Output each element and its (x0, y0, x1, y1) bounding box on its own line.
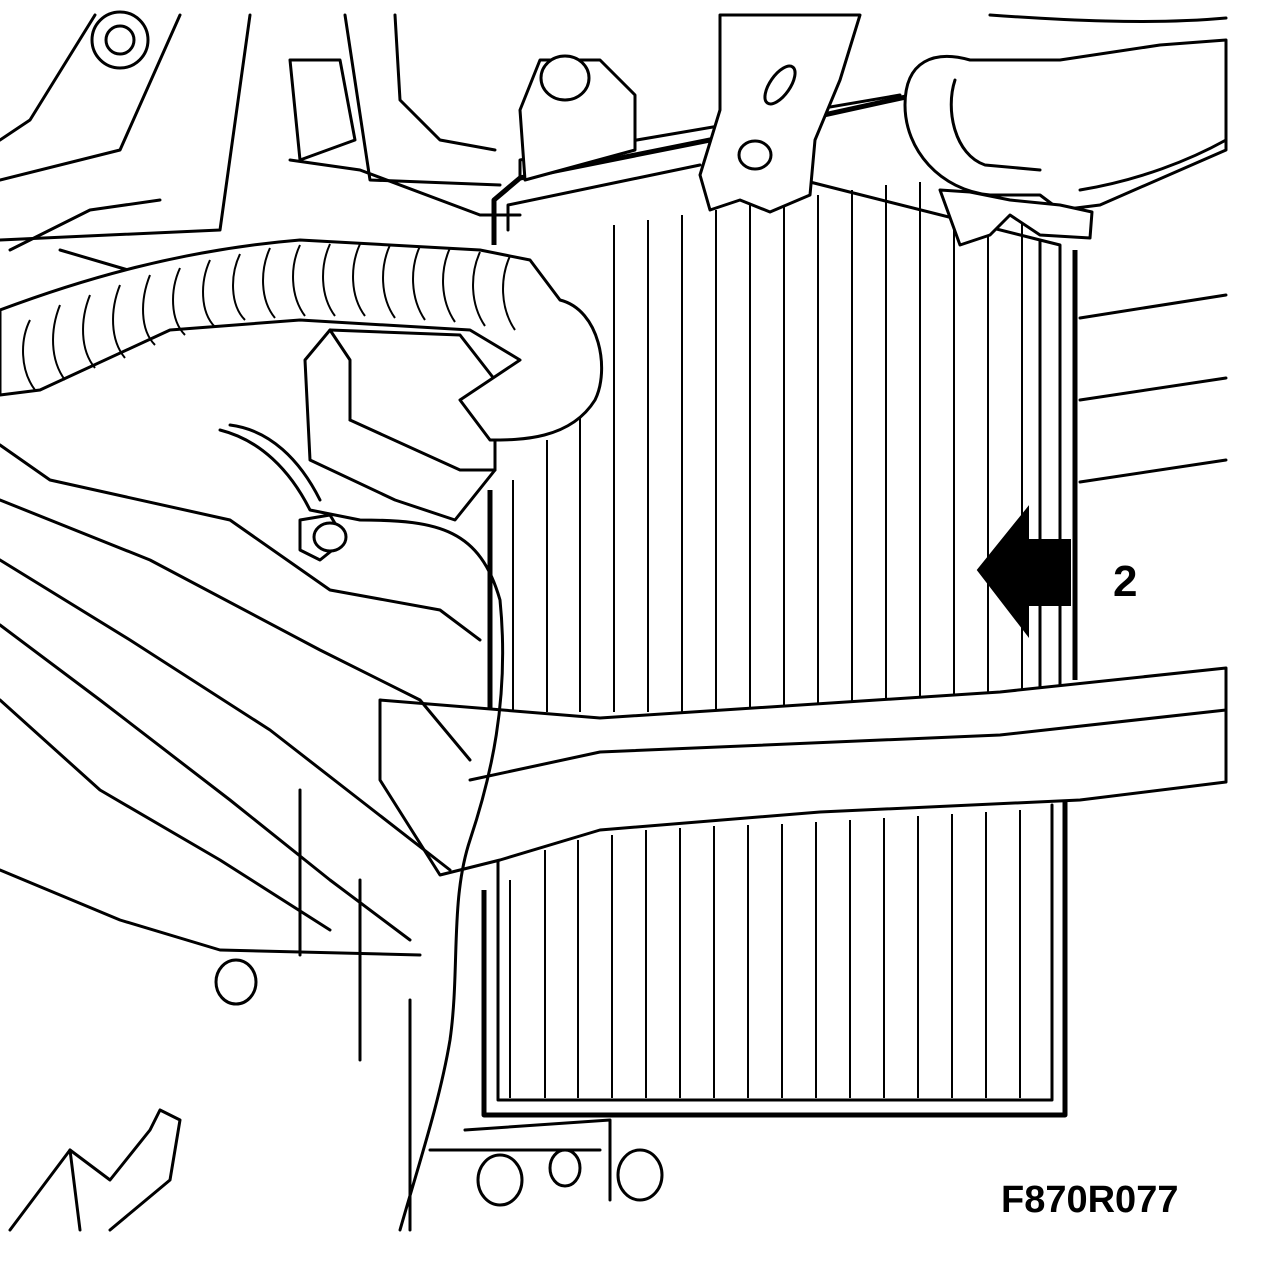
corrugated-wiring-harness (0, 238, 603, 442)
crossmember-beam (378, 666, 1228, 877)
lower-fasteners (214, 958, 664, 1207)
figure-code-label: F870R077 (1001, 1179, 1178, 1221)
coolant-hose (903, 13, 1228, 247)
actuator-housing (298, 328, 497, 562)
upper-fixings (90, 10, 637, 182)
filter-mounting-bracket (698, 13, 862, 214)
left-frame-structure (0, 13, 522, 1232)
removal-direction-arrow (976, 505, 1071, 638)
right-panel-lines (1078, 293, 1228, 484)
thin-cable (218, 423, 505, 1232)
cabin-filter-lower (481, 800, 1068, 1118)
callout-number-2: 2 (1113, 557, 1137, 606)
